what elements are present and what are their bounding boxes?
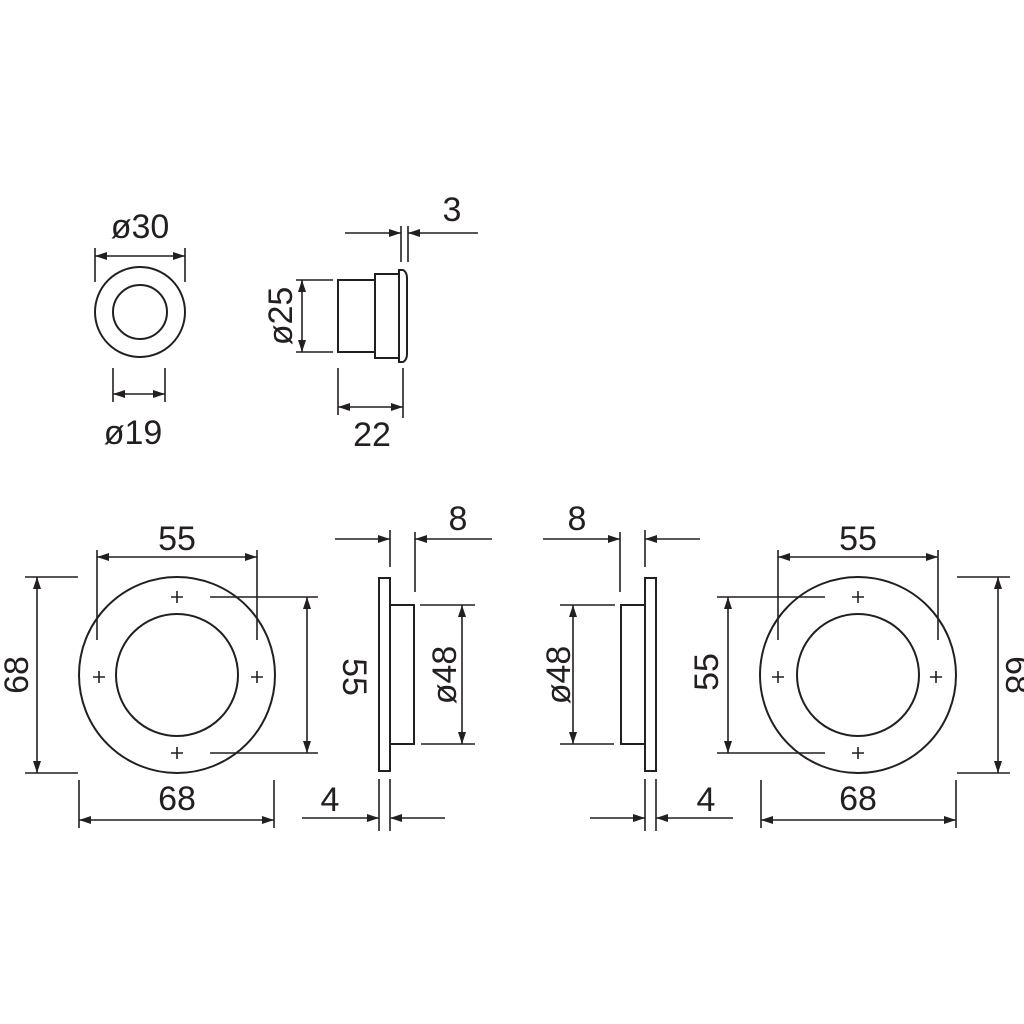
left-dim-68-horizontal: 68	[158, 780, 196, 818]
right-dim-boss-depth: 8	[568, 500, 587, 538]
dim-diameter: ø25	[262, 287, 300, 346]
small-part-front-view: ø30 ø19	[94, 208, 186, 452]
right-dim-55-horizontal: 55	[839, 520, 877, 558]
dim-length: 22	[353, 416, 391, 454]
right-dim-68-horizontal: 68	[839, 780, 877, 818]
right-rosette	[543, 530, 1010, 831]
left-dim-boss-diameter: ø48	[426, 646, 464, 705]
left-dim-boss-depth: 8	[449, 500, 468, 538]
small-part-side-view: ø25 3 22	[262, 191, 478, 454]
dim-flange-thickness: 3	[443, 191, 462, 229]
right-dim-plate-thickness: 4	[697, 781, 716, 819]
left-dim-55-horizontal: 55	[158, 520, 196, 558]
right-dim-68-vertical: 68	[998, 656, 1024, 694]
dim-inner-diameter: ø19	[104, 414, 163, 452]
left-dim-68-vertical: 68	[0, 656, 36, 694]
dim-outer-diameter: ø30	[111, 208, 170, 246]
right-dim-boss-diameter: ø48	[540, 646, 578, 705]
left-dim-plate-thickness: 4	[321, 781, 340, 819]
right-dim-55-vertical: 55	[688, 653, 726, 691]
left-rosette-front-view	[25, 530, 492, 831]
left-dim-55-vertical: 55	[335, 658, 373, 696]
